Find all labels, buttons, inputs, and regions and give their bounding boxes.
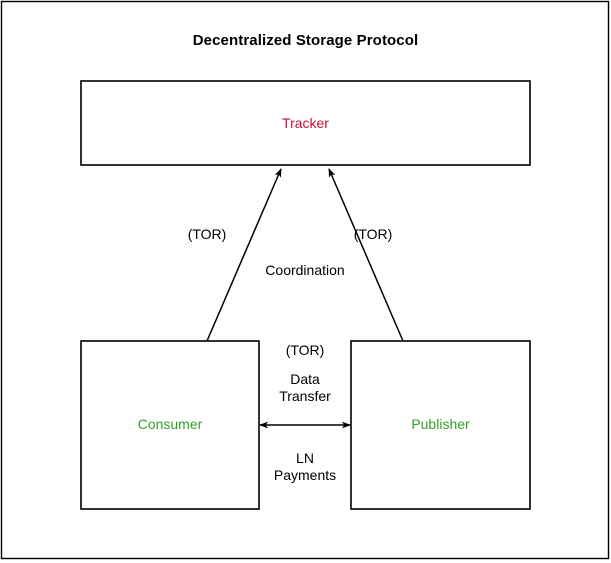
edge-label-tor-left: (TOR) bbox=[187, 226, 227, 242]
edge-label-ln-payments: LN Payments bbox=[273, 450, 337, 484]
edge-label-data-transfer: Data Transfer bbox=[279, 371, 331, 405]
publisher-node-label: Publisher bbox=[411, 416, 470, 432]
consumer-node-label: Consumer bbox=[137, 416, 203, 432]
edge-consumer-to-tracker bbox=[206, 168, 282, 342]
edge-label-coordination: Coordination bbox=[265, 262, 345, 278]
consumer-box[interactable] bbox=[80, 340, 260, 510]
page-title: Decentralized Storage Protocol bbox=[192, 32, 419, 49]
publisher-box[interactable] bbox=[350, 340, 531, 510]
tracker-node-label: Tracker bbox=[282, 115, 329, 131]
tracker-box[interactable] bbox=[80, 80, 531, 166]
edge-label-tor-center: (TOR) bbox=[285, 342, 325, 358]
edge-publisher-to-tracker bbox=[328, 168, 404, 342]
edge-label-tor-right: (TOR) bbox=[353, 226, 393, 242]
